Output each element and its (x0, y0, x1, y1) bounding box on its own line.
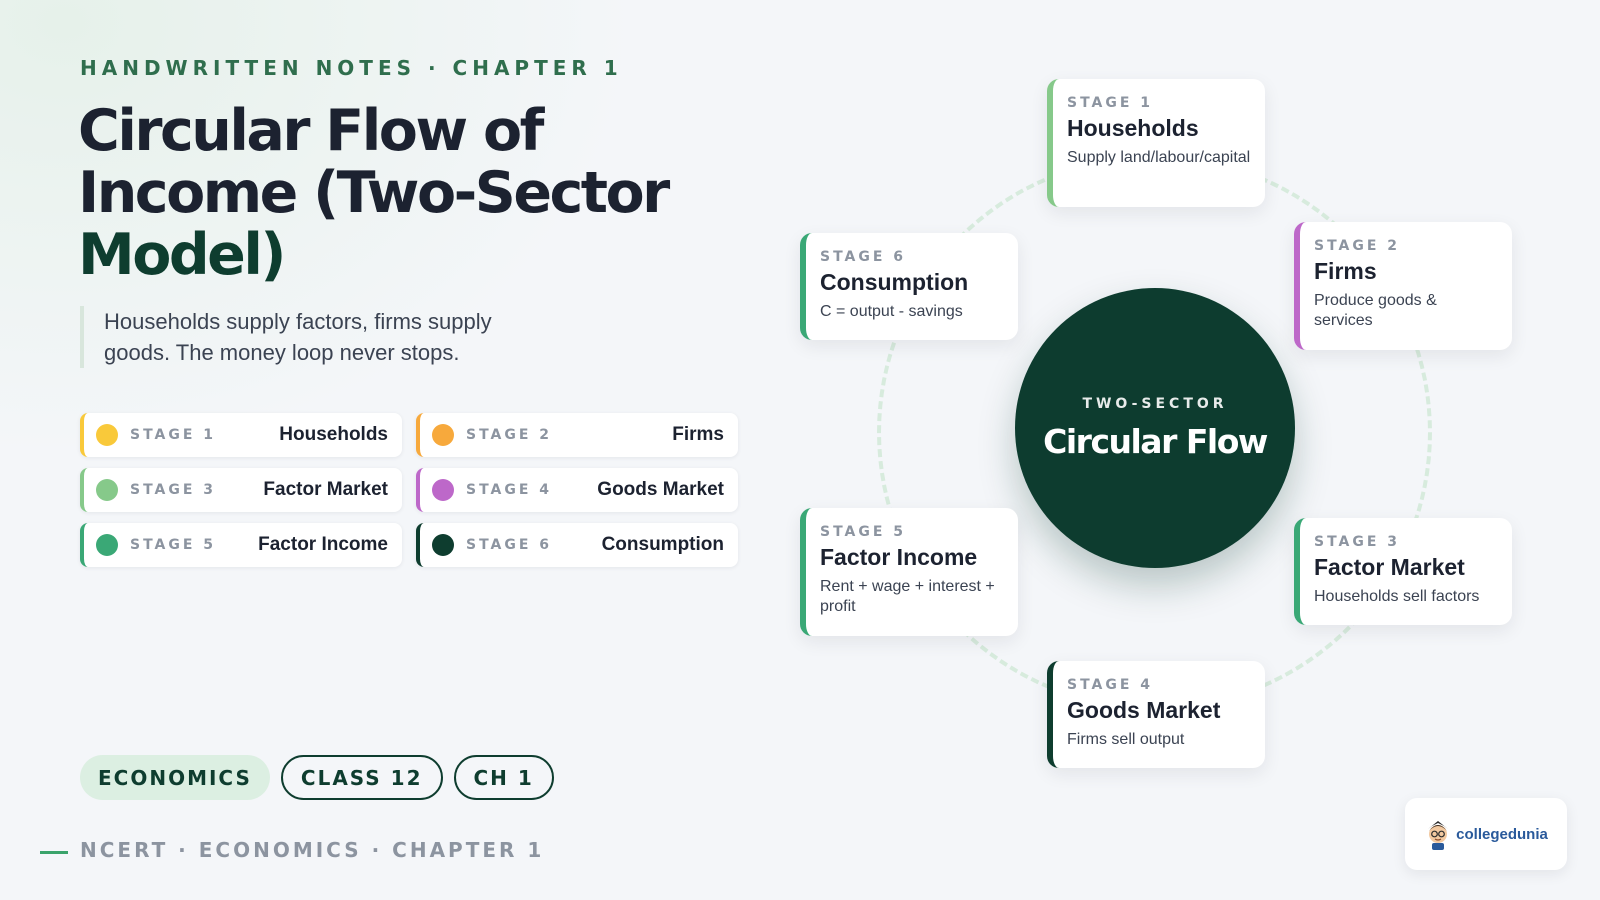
legend-dot-icon (432, 534, 454, 556)
footer-text: NCERT · ECONOMICS · CHAPTER 1 (80, 838, 545, 862)
eyebrow-label: HANDWRITTEN NOTES · CHAPTER 1 (80, 56, 623, 80)
logo-wordmark: collegedunia (1456, 825, 1548, 843)
legend-stage-name: Factor Income (258, 534, 388, 555)
legend-item-stage-1: STAGE 1 Households (80, 413, 402, 457)
card-stage-label: STAGE 5 (820, 524, 907, 540)
legend-item-stage-2: STAGE 2 Firms (416, 413, 738, 457)
legend-dot-icon (96, 424, 118, 446)
legend-stage-name: Factor Market (263, 479, 388, 500)
legend-stage-label: STAGE 1 (130, 427, 217, 443)
footer-accent-line (40, 851, 68, 854)
legend-stage-name: Consumption (601, 534, 724, 555)
diagram-hub: TWO-SECTOR Circular Flow (1015, 288, 1295, 568)
legend-stage-label: STAGE 6 (466, 537, 553, 553)
stage-card-goods-market: STAGE 4 Goods Market Firms sell output (1047, 661, 1265, 768)
legend-item-stage-4: STAGE 4 Goods Market (416, 468, 738, 512)
collegedunia-logo: collegedunia (1405, 798, 1567, 870)
legend-stage-name: Goods Market (597, 479, 724, 500)
card-stage-name: Households (1067, 115, 1199, 141)
legend-dot-icon (432, 424, 454, 446)
stage-card-households: STAGE 1 Households Supply land/labour/ca… (1047, 79, 1265, 207)
tag-group: ECONOMICS CLASS 12 CH 1 (80, 755, 554, 800)
legend-dot-icon (96, 479, 118, 501)
card-stage-desc: C = output - savings (820, 303, 963, 320)
stage-card-firms: STAGE 2 Firms Produce goods & services (1294, 222, 1512, 350)
legend-stage-label: STAGE 3 (130, 482, 217, 498)
mascot-icon (1428, 821, 1449, 850)
legend-dot-icon (96, 534, 118, 556)
legend-item-stage-5: STAGE 5 Factor Income (80, 523, 402, 567)
title-main: Circular Flow of Income (Two-Sector (78, 98, 670, 226)
page-title: Circular Flow of Income (Two-Sector Mode… (78, 100, 718, 286)
class-tag: CLASS 12 (280, 755, 443, 800)
legend-stage-label: STAGE 4 (466, 482, 553, 498)
card-stage-name: Consumption (820, 269, 969, 295)
card-stage-name: Firms (1314, 258, 1377, 284)
card-stage-name: Factor Market (1314, 554, 1465, 580)
hub-title: Circular Flow (1043, 421, 1268, 461)
card-stage-label: STAGE 4 (1067, 677, 1154, 693)
stage-card-consumption: STAGE 6 Consumption C = output - savings (800, 233, 1018, 340)
chapter-tag: CH 1 (453, 755, 554, 800)
card-stage-desc: Households sell factors (1314, 588, 1480, 605)
legend-item-stage-3: STAGE 3 Factor Market (80, 468, 402, 512)
legend-dot-icon (432, 479, 454, 501)
stage-card-factor-market: STAGE 3 Factor Market Households sell fa… (1294, 518, 1512, 625)
card-stage-label: STAGE 6 (820, 249, 907, 265)
subtitle: Households supply factors, firms supply … (80, 306, 560, 368)
legend-stage-label: STAGE 2 (466, 427, 553, 443)
legend-stage-label: STAGE 5 (130, 537, 217, 553)
legend-stage-name: Households (279, 424, 388, 445)
subject-tag: ECONOMICS (80, 755, 270, 800)
stage-legend: STAGE 1 Households STAGE 2 Firms STAGE 3… (80, 413, 742, 567)
card-stage-name: Goods Market (1067, 697, 1221, 723)
legend-item-stage-6: STAGE 6 Consumption (416, 523, 738, 567)
card-stage-desc: Rent + wage + interest + profit (820, 578, 995, 615)
card-stage-name: Factor Income (820, 544, 978, 570)
hub-kicker: TWO-SECTOR (1082, 395, 1228, 412)
card-stage-desc: Supply land/labour/capital (1067, 149, 1251, 166)
card-stage-label: STAGE 1 (1067, 95, 1154, 111)
card-stage-desc: Firms sell output (1067, 731, 1185, 748)
card-stage-label: STAGE 2 (1314, 238, 1401, 254)
title-accent: Model) (78, 222, 286, 288)
stage-card-factor-income: STAGE 5 Factor Income Rent + wage + inte… (800, 508, 1018, 636)
card-stage-desc: Produce goods & services (1314, 292, 1437, 329)
legend-stage-name: Firms (672, 424, 724, 445)
card-stage-label: STAGE 3 (1314, 534, 1401, 550)
